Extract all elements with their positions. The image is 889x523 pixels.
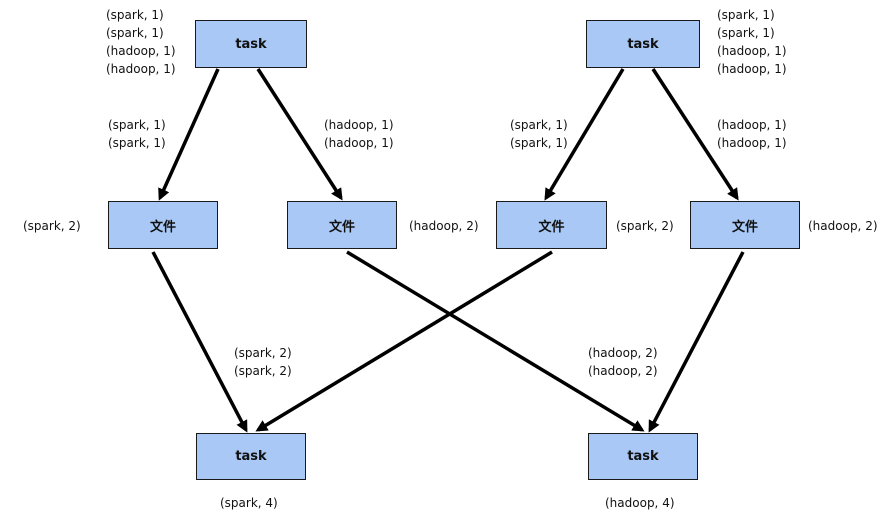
task-box-top-right: task: [586, 20, 700, 68]
label-edge-tr-file-3: (spark, 1) (spark, 1): [510, 118, 568, 150]
arrow-task-tr-to-file-3: [544, 68, 625, 201]
label-edge-tl-file-1: (spark, 1) (spark, 1): [108, 118, 166, 150]
arrow-file-2-to-task-br: [346, 250, 645, 432]
file-box-1: 文件: [108, 201, 218, 249]
label-file-3-value: (spark, 2): [616, 219, 674, 233]
label-file-4-value: (hadoop, 2): [808, 219, 878, 233]
arrow-task-tr-to-file-4: [651, 68, 739, 201]
arrow-file-1-to-task-bl: [151, 251, 248, 433]
label-bottom-right-result: (hadoop, 4): [605, 496, 675, 510]
label-edge-tl-file-2: (hadoop, 1) (hadoop, 1): [324, 118, 394, 150]
label-file-1-value: (spark, 2): [23, 219, 81, 233]
label-into-bottom-right: (hadoop, 2) (hadoop, 2): [588, 346, 658, 378]
task-box-top-left: task: [195, 20, 307, 68]
label-edge-tr-file-4: (hadoop, 1) (hadoop, 1): [717, 118, 787, 150]
file-box-2: 文件: [287, 201, 397, 249]
arrow-file-3-to-task-bl: [255, 250, 553, 432]
label-bottom-left-result: (spark, 4): [220, 496, 278, 510]
label-top-left-output: (spark, 1) (spark, 1) (hadoop, 1) (hadoo…: [106, 8, 176, 76]
label-top-right-output: (spark, 1) (spark, 1) (hadoop, 1) (hadoo…: [717, 8, 787, 76]
label-file-2-value: (hadoop, 2): [409, 219, 479, 233]
task-box-bottom-right: task: [588, 433, 698, 480]
file-box-4: 文件: [690, 201, 800, 249]
label-into-bottom-left: (spark, 2) (spark, 2): [234, 346, 292, 378]
file-box-3: 文件: [496, 201, 607, 249]
arrow-file-4-to-task-br: [648, 251, 745, 433]
arrow-task-tl-to-file-2: [256, 68, 343, 201]
task-box-bottom-left: task: [196, 433, 306, 480]
arrow-task-tl-to-file-1: [158, 68, 220, 201]
